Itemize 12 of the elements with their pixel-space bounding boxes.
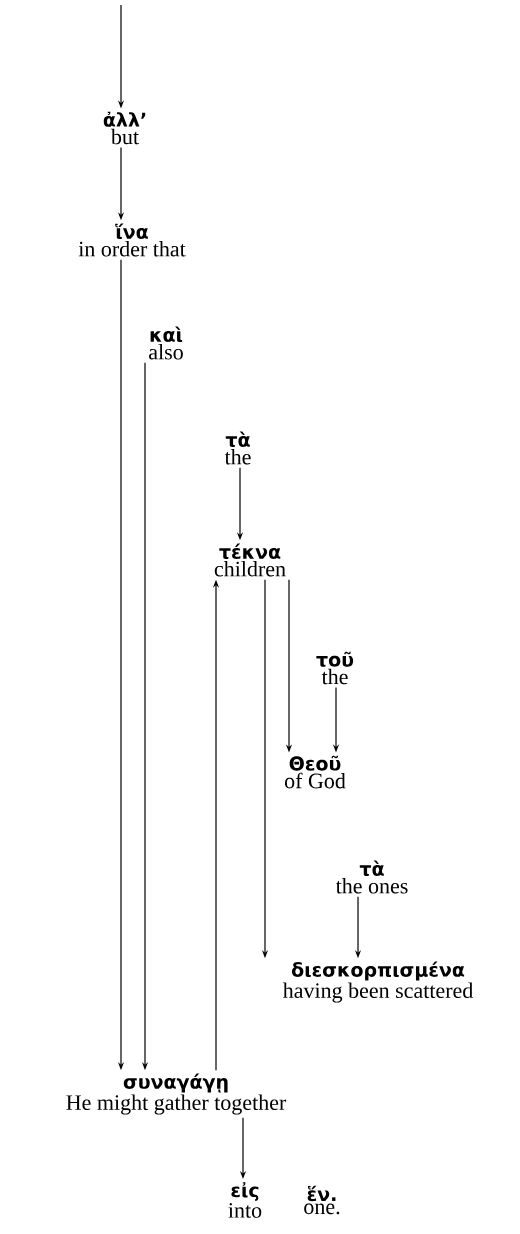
word-label: ἵνα in order that bbox=[78, 223, 186, 257]
word-label: τέκνα children bbox=[214, 543, 286, 577]
word-label: τοῦ the bbox=[316, 651, 354, 685]
word-label: ἀλλ’ but bbox=[103, 111, 146, 145]
word-label: συναγάγῃ He might gather together bbox=[66, 1073, 287, 1115]
word-label: ἕν. one. bbox=[304, 1185, 340, 1215]
word-label: Θεοῦ of God bbox=[285, 755, 346, 789]
word-label: καὶ also bbox=[149, 326, 183, 360]
word-label: τὰ the bbox=[224, 431, 251, 465]
word-label: διεσκορπισμένα having been scattered bbox=[282, 961, 474, 1003]
word-label: εἰς into bbox=[228, 1182, 262, 1218]
word-label: τὰ the ones bbox=[335, 860, 408, 894]
